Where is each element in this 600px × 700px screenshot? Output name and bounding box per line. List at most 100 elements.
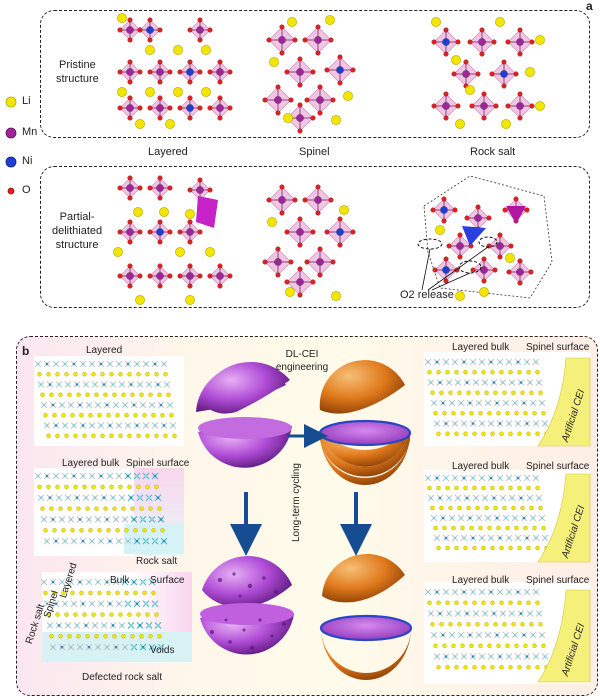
li-site: [520, 622, 525, 627]
li-site: [55, 372, 60, 377]
oxygen-atom: [197, 37, 203, 43]
li-site: [55, 484, 60, 490]
tm-site: [516, 536, 520, 540]
tm-site: [438, 496, 442, 500]
tm-site: [432, 401, 436, 405]
li-atom: [173, 87, 183, 97]
li-site: [490, 665, 495, 670]
li-site: [433, 525, 438, 531]
tm-site: [543, 536, 547, 540]
tm-site: [486, 516, 490, 520]
tm-site: [543, 422, 547, 425]
oxygen-atom: [469, 103, 475, 109]
oxygen-atom: [337, 80, 343, 86]
tm-site: [486, 401, 490, 405]
mn-atom: [516, 268, 524, 276]
li-site: [109, 612, 114, 617]
oxygen-atom: [297, 82, 303, 88]
tm-site: [132, 518, 136, 521]
tm-site: [132, 580, 136, 584]
oxygen-atom: [497, 254, 503, 260]
li-site: [64, 372, 69, 377]
li-site: [520, 390, 525, 395]
tm-site: [117, 539, 121, 543]
tm-site: [540, 633, 544, 637]
oxygen-atom: [275, 84, 281, 90]
mn-atom: [480, 266, 488, 274]
li-site: [439, 622, 444, 627]
tm-site: [447, 496, 451, 500]
tm-site: [132, 645, 136, 649]
oxygen-atom: [493, 103, 499, 109]
oxygen-atom: [506, 269, 512, 275]
tm-site: [513, 401, 517, 405]
li-atom: [535, 35, 545, 45]
pristine-label: Pristine structure: [56, 58, 99, 86]
tm-site: [141, 645, 145, 649]
tm-site: [75, 624, 79, 627]
tm-site: [507, 360, 511, 364]
tm-site: [444, 536, 448, 540]
column-label-rock-salt: Rock salt: [470, 146, 516, 158]
li-site: [58, 392, 63, 397]
li-site: [43, 590, 48, 596]
oxygen-atom: [157, 115, 163, 121]
li-site: [472, 600, 477, 605]
li-site: [472, 485, 477, 491]
tm-site: [90, 602, 94, 606]
tm-site: [435, 655, 439, 658]
tm-site: [129, 383, 133, 386]
tm-site: [507, 422, 511, 425]
li-atom: [201, 45, 211, 55]
oxygen-atom: [443, 256, 449, 262]
tm-site: [525, 360, 529, 364]
tm-site: [471, 655, 475, 658]
li-site: [517, 485, 522, 491]
oxygen-atom: [207, 105, 213, 111]
oxygen-atom: [443, 91, 449, 97]
oxygen-atom: [481, 91, 487, 97]
li-site: [442, 525, 447, 531]
mn-atom: [156, 184, 164, 192]
oxygen-atom: [328, 37, 334, 43]
oxygen-atom: [315, 50, 321, 56]
li-site: [88, 590, 93, 596]
li-site: [46, 612, 51, 617]
tm-site: [123, 403, 127, 407]
tm-site: [507, 655, 511, 658]
li-site: [160, 528, 165, 533]
tm-site: [72, 539, 76, 543]
oxygen-atom: [279, 184, 285, 190]
li-site: [535, 600, 540, 605]
panel-a-letter: a: [586, 0, 593, 13]
tm-site: [105, 645, 109, 649]
mn-atom: [442, 102, 450, 110]
tm-site: [438, 612, 442, 615]
tm-site: [498, 590, 502, 594]
right1-bulk-label: Layered bulk: [452, 342, 510, 353]
oxygen-atom: [117, 27, 123, 33]
tm-site: [51, 645, 55, 649]
li-site: [118, 433, 123, 438]
oxygen-atom: [137, 105, 143, 111]
defected-rock-salt-label: Defected rock salt: [82, 672, 163, 683]
tm-site: [147, 624, 151, 627]
tm-site: [150, 580, 154, 584]
oxygen-atom: [310, 115, 316, 121]
oxygen-atom: [197, 17, 203, 23]
tm-site: [465, 496, 469, 500]
oxygen-atom: [297, 242, 303, 248]
oxygen-atom: [217, 263, 223, 269]
li-atom: [465, 85, 475, 95]
tm-site: [36, 474, 40, 478]
tm-site: [141, 518, 145, 521]
oxygen-atom: [443, 115, 449, 121]
li-site: [508, 545, 513, 551]
li-site: [112, 634, 117, 639]
oxygen-atom: [279, 24, 285, 30]
tm-site: [117, 474, 121, 478]
tm-site: [450, 401, 454, 405]
li-site: [127, 484, 132, 490]
oxygen-atom: [324, 229, 330, 235]
tm-site: [48, 496, 52, 500]
